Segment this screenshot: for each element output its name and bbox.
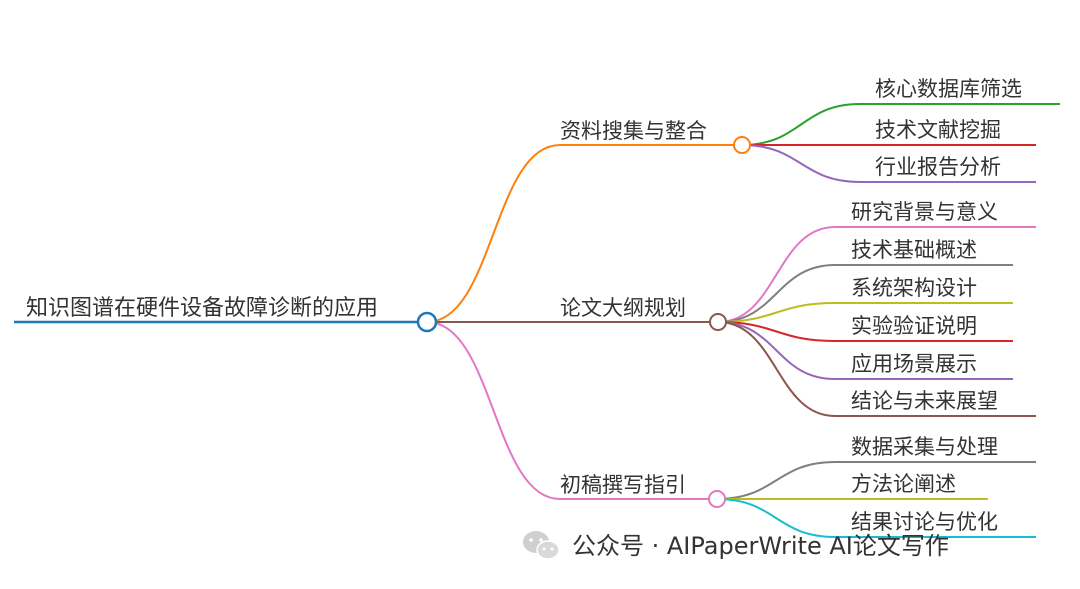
branch-label-1: 资料搜集与整合: [560, 119, 707, 143]
root-topic-label: 知识图谱在硬件设备故障诊断的应用: [26, 296, 378, 321]
branch-connector-1: [426, 144, 561, 323]
leaf-label-3-3: 结果讨论与优化: [851, 510, 998, 534]
leaf-label-1-3: 行业报告分析: [875, 155, 1001, 179]
leaf-label-2-2: 技术基础概述: [851, 238, 977, 262]
watermark-text: 公众号 · AIPaperWrite AI论文写作: [572, 532, 949, 560]
watermark: 公众号 · AIPaperWrite AI论文写作: [523, 531, 949, 560]
leaf-label-2-3: 系统架构设计: [851, 276, 977, 300]
wechat-icon: [523, 531, 560, 560]
leaf-connector-3-1: [716, 461, 1036, 500]
leaf-label-3-1: 数据采集与处理: [851, 435, 998, 459]
leaf-connector-2-2: [717, 264, 1013, 323]
leaf-connector-2-4: [717, 321, 1013, 342]
branch-label-2: 论文大纲规划: [560, 296, 686, 320]
leaf-connector-2-5: [717, 321, 1013, 380]
leaf-label-2-6: 结论与未来展望: [851, 389, 998, 413]
root-node[interactable]: [416, 311, 438, 333]
branch-label-3: 初稿撰写指引: [560, 473, 686, 497]
leaf-label-1-1: 核心数据库筛选: [875, 77, 1022, 101]
branch-connector-3: [426, 321, 561, 500]
leaf-connector-2-3: [717, 302, 1013, 323]
leaf-connector-1-1: [741, 103, 1060, 146]
leaf-connector-3-3: [716, 498, 1036, 538]
branch-node-2[interactable]: [709, 313, 727, 331]
leaf-label-2-4: 实验验证说明: [851, 314, 977, 338]
branch-node-3[interactable]: [708, 490, 726, 508]
branch-node-1[interactable]: [733, 136, 751, 154]
leaf-label-3-2: 方法论阐述: [851, 472, 956, 496]
leaf-label-2-1: 研究背景与意义: [851, 200, 998, 224]
leaf-label-1-2: 技术文献挖掘: [875, 118, 1001, 142]
leaf-connector-1-3: [741, 144, 1036, 183]
leaf-label-2-5: 应用场景展示: [851, 352, 977, 376]
leaf-connector-2-6: [717, 321, 1036, 417]
leaf-connector-2-1: [717, 226, 1036, 323]
